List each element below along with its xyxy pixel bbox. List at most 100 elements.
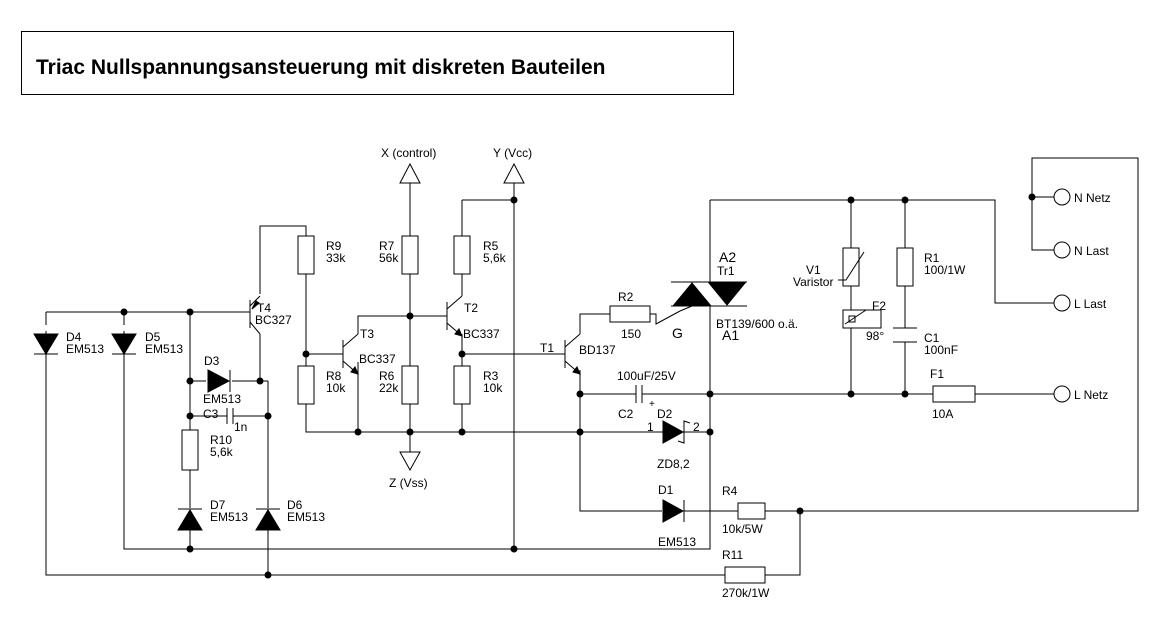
svg-text:BC337: BC337: [463, 327, 500, 341]
terminal-l-last: L Last: [1053, 294, 1107, 312]
diagram-title: Triac Nullspannungsansteuerung mit diskr…: [36, 56, 606, 79]
svg-text:R8: R8: [326, 369, 342, 383]
junction-dot: [186, 308, 194, 316]
svg-text:R10: R10: [210, 433, 232, 447]
svg-text:22k: 22k: [379, 381, 399, 395]
svg-text:R3: R3: [483, 369, 499, 383]
transistor-t2: T2 BC337: [446, 295, 500, 341]
svg-text:G: G: [672, 325, 683, 341]
svg-text:R5: R5: [483, 239, 499, 253]
svg-text:10k: 10k: [326, 381, 346, 395]
junction-dot: [302, 350, 310, 358]
terminal-x: X (control): [381, 146, 436, 184]
svg-text:D3: D3: [204, 354, 220, 368]
junction-dot: [510, 196, 518, 204]
junction-dot: [186, 545, 194, 553]
svg-text:F2: F2: [872, 299, 886, 313]
wires: [45, 157, 1139, 576]
svg-text:V1: V1: [806, 263, 821, 277]
svg-text:1: 1: [647, 420, 654, 434]
transistor-t4: T4 BC327: [249, 295, 292, 335]
junction-dot: [256, 377, 264, 385]
svg-text:BC337: BC337: [359, 352, 396, 366]
terminal-l-netz: L Netz: [1053, 385, 1108, 403]
svg-text:N Last: N Last: [1074, 244, 1109, 258]
resistor-r4: R4 10k/5W: [722, 484, 766, 536]
junction-dot: [901, 196, 909, 204]
junction-dot: [120, 308, 128, 316]
terminal-n-netz: N Netz: [1053, 188, 1111, 206]
junction-dot: [406, 312, 414, 320]
svg-text:100/1W: 100/1W: [924, 263, 966, 277]
resistor-r2: R2 150: [609, 290, 651, 341]
zener-diode-d2: D2 1 2 ZD8,2: [647, 407, 710, 471]
svg-text:BC327: BC327: [255, 313, 292, 327]
svg-text:C2: C2: [618, 407, 634, 421]
svg-text:L Netz: L Netz: [1074, 388, 1108, 402]
svg-text:R7: R7: [379, 239, 395, 253]
resistor-r11: R11 270k/1W: [722, 548, 770, 600]
resistor-r7: R7 56k: [379, 235, 419, 275]
junction-dot: [847, 390, 855, 398]
svg-text:C1: C1: [924, 331, 940, 345]
svg-text:EM513: EM513: [145, 342, 183, 356]
svg-text:EM513: EM513: [287, 510, 325, 524]
diode-d5: D5 EM513: [111, 330, 183, 356]
svg-text:Z (Vss): Z (Vss): [389, 476, 428, 490]
svg-text:R6: R6: [379, 369, 395, 383]
svg-text:R2: R2: [618, 290, 634, 304]
svg-text:C3: C3: [203, 407, 219, 421]
junction-dot: [510, 545, 518, 553]
diode-d4: D4 EM513: [33, 330, 104, 360]
junction-dot: [354, 428, 362, 436]
junction-dot: [1028, 193, 1036, 201]
svg-text:D7: D7: [210, 498, 226, 512]
terminal-z: Z (Vss): [389, 451, 428, 490]
junction-dot: [847, 196, 855, 204]
junction-dot: [186, 412, 194, 420]
resistor-r3: R3 10k: [453, 365, 503, 405]
junction-dot: [706, 390, 714, 398]
svg-text:R11: R11: [722, 548, 743, 562]
svg-text:EM513: EM513: [210, 510, 248, 524]
terminal-n-last: N Last: [1053, 241, 1109, 259]
svg-text:2: 2: [693, 420, 700, 434]
svg-text:1n: 1n: [234, 420, 247, 434]
junction-dot: [186, 377, 194, 385]
svg-text:5,6k: 5,6k: [210, 445, 234, 459]
svg-text:R4: R4: [722, 484, 738, 498]
svg-text:D5: D5: [145, 330, 161, 344]
thermal-fuse-f2: F2 98°: [842, 299, 886, 343]
svg-text:ZD8,2: ZD8,2: [657, 457, 690, 471]
title-box: Triac Nullspannungsansteuerung mit diskr…: [21, 31, 734, 95]
terminal-y: Y (Vcc): [493, 146, 532, 184]
diode-d6: D6 EM513: [255, 498, 325, 531]
svg-text:EM513: EM513: [658, 535, 696, 549]
transistor-t1: T1 BD137: [540, 333, 616, 375]
svg-text:R9: R9: [326, 239, 342, 253]
svg-text:BD137: BD137: [579, 343, 616, 357]
svg-text:T1: T1: [540, 341, 554, 355]
svg-text:5,6k: 5,6k: [483, 251, 507, 265]
svg-text:98°: 98°: [866, 329, 884, 343]
svg-text:D6: D6: [287, 498, 303, 512]
svg-text:EM513: EM513: [203, 392, 241, 406]
svg-text:BT139/600 o.ä.: BT139/600 o.ä.: [716, 317, 798, 331]
resistor-r10: R10 5,6k: [181, 429, 234, 471]
svg-text:100uF/25V: 100uF/25V: [617, 369, 676, 383]
svg-text:56k: 56k: [379, 251, 399, 265]
capacitor-c2: + 100uF/25V C2: [617, 369, 676, 421]
svg-text:10A: 10A: [932, 407, 953, 421]
fuse-f1: F1 10A: [930, 367, 976, 421]
resistor-r9: R9 33k: [297, 235, 346, 275]
junction-dot: [576, 390, 584, 398]
diode-d7: D7 EM513: [177, 498, 248, 531]
svg-text:F1: F1: [930, 367, 944, 381]
junction-dot: [264, 412, 272, 420]
diode-d3: D3 EM513: [203, 354, 241, 406]
junction-dot: [264, 571, 272, 579]
diode-d1: D1 EM513: [658, 483, 696, 549]
triac-tr1: A2 Tr1 G BT139/600 o.ä. A1: [671, 249, 798, 343]
svg-text:T3: T3: [360, 327, 374, 341]
